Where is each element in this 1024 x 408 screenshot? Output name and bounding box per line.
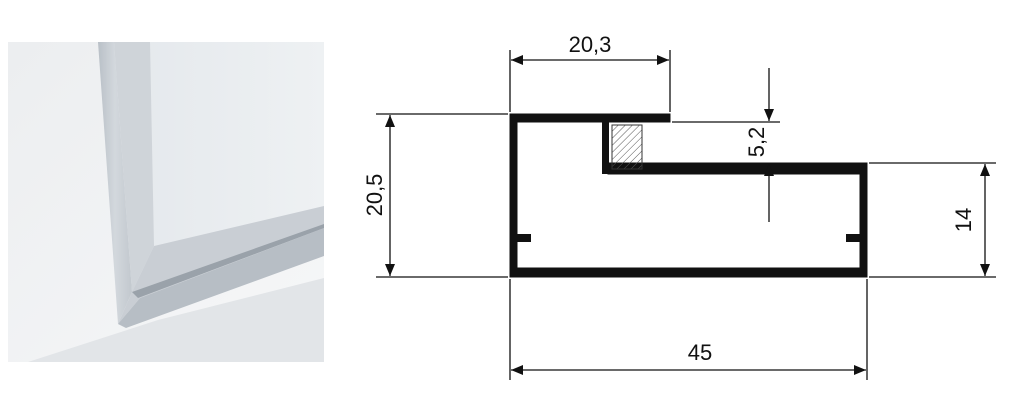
dim-top-width: 20,3 <box>509 32 671 112</box>
profile-drawing: 20,3 20,5 5,2 14 45 <box>340 0 1024 403</box>
dim-step-height: 5,2 <box>672 68 780 222</box>
dim-top-width-label: 20,3 <box>569 32 612 57</box>
profile-outline <box>509 113 868 278</box>
frame-corner-image <box>8 42 324 362</box>
dim-total-width: 45 <box>509 279 868 380</box>
profile-cross-section: 20,3 20,5 5,2 14 45 <box>362 32 996 380</box>
dim-total-height-label: 20,5 <box>362 174 387 217</box>
dim-total-width-label: 45 <box>688 340 712 365</box>
dim-total-height: 20,5 <box>362 113 508 278</box>
dim-right-height: 14 <box>869 162 996 278</box>
product-photo <box>8 42 324 362</box>
dim-right-height-label: 14 <box>951 208 976 232</box>
dim-step-height-label: 5,2 <box>744 127 769 158</box>
